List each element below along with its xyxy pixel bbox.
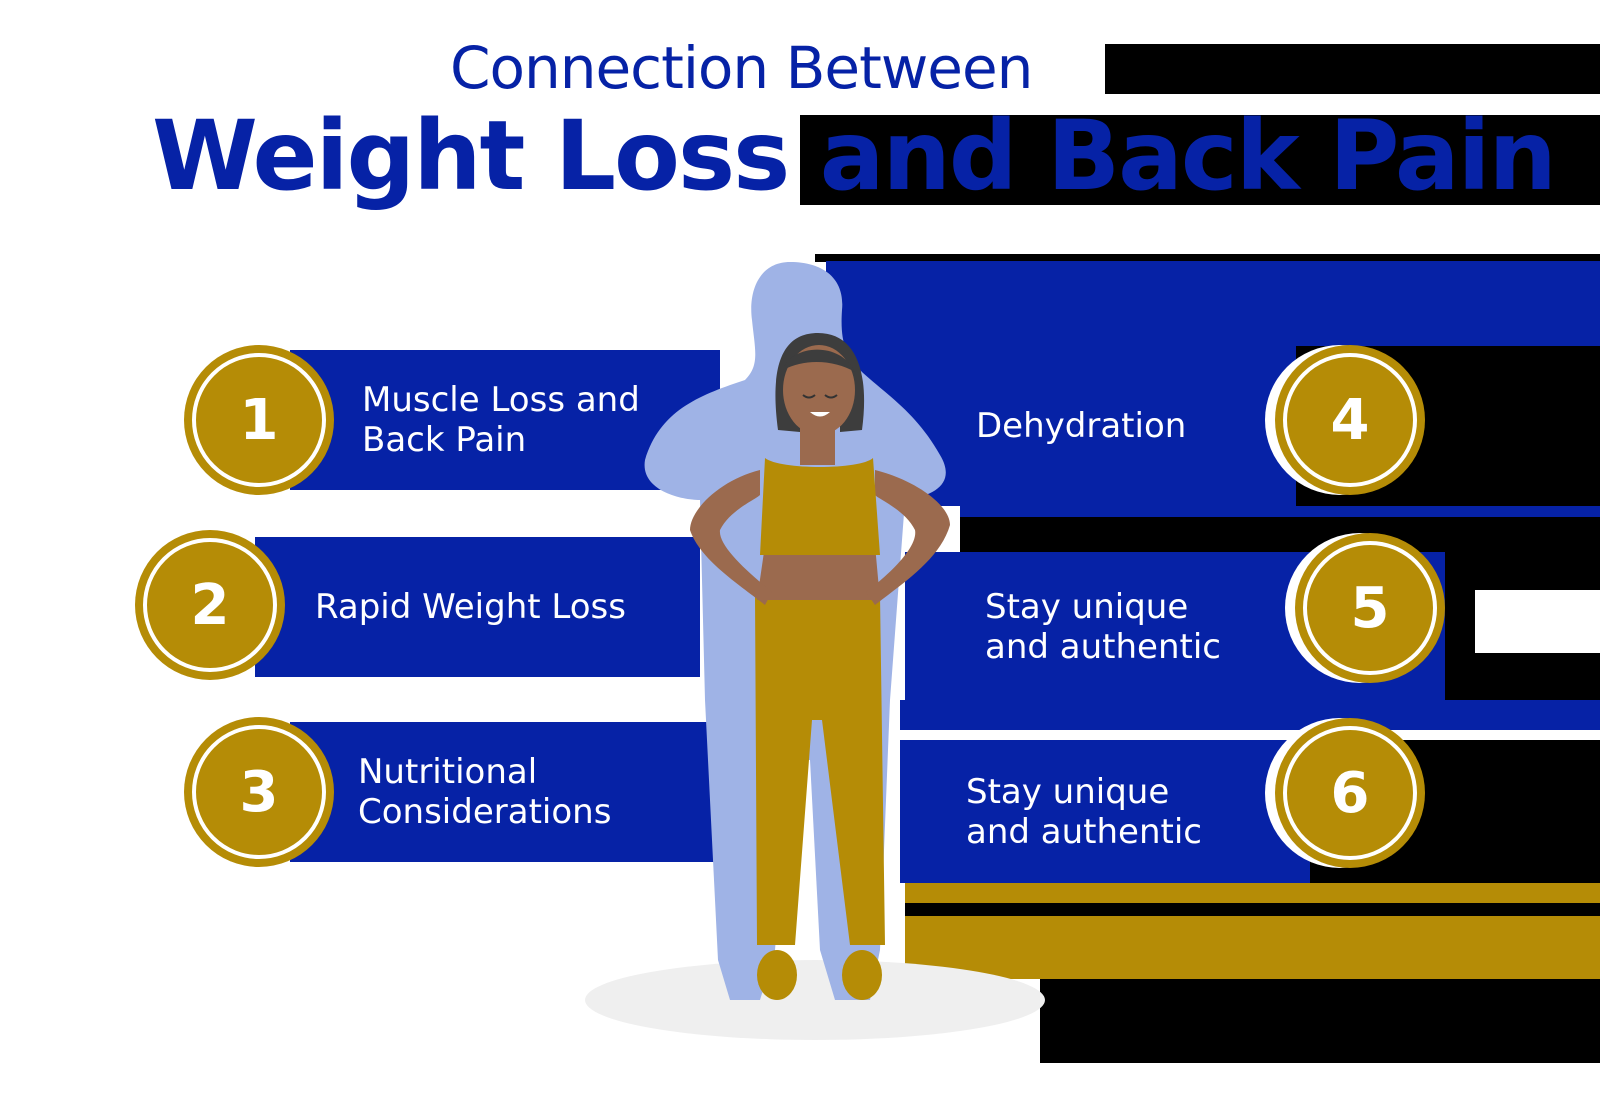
item-4-label: Dehydration: [976, 406, 1187, 446]
item-6-bar: Stay unique and authentic: [900, 740, 1310, 883]
number-2: 2: [190, 572, 230, 638]
background-band: [960, 517, 1600, 552]
number-badge-5: 5: [1295, 533, 1445, 683]
right-shoe: [842, 950, 882, 1000]
background-band: [905, 883, 1600, 903]
floor-shadow: [585, 960, 1045, 1040]
face: [783, 345, 855, 435]
smile: [810, 412, 830, 417]
item-4-bar: Dehydration: [826, 346, 1296, 506]
hair-fringe: [783, 349, 855, 372]
number-badge-6: 6: [1275, 718, 1425, 868]
background-band: [826, 261, 1600, 346]
title-line-1: Connection Between: [450, 34, 1033, 102]
pants: [755, 595, 885, 945]
item-2-label: Rapid Weight Loss: [315, 587, 626, 627]
torso: [757, 545, 880, 600]
item-5-label: Stay unique and authentic: [985, 587, 1221, 667]
number-badge-1: 1: [184, 345, 334, 495]
sports-top: [760, 458, 880, 555]
number-badge-4: 4: [1275, 345, 1425, 495]
item-6-label: Stay unique and authentic: [966, 771, 1202, 852]
background-band: [1040, 979, 1600, 1063]
number-3: 3: [239, 759, 279, 825]
background-band: [960, 506, 1600, 517]
title-line-2: Weight Loss and Back Pain: [152, 100, 1557, 212]
background-band: [1105, 44, 1600, 94]
closed-eyes: [802, 394, 838, 399]
background-band: [815, 254, 1600, 262]
number-1: 1: [239, 387, 279, 453]
item-3-label: Nutritional Considerations: [358, 752, 612, 832]
left-shoe: [757, 950, 797, 1000]
item-2-bar: Rapid Weight Loss: [255, 537, 700, 677]
background-band: [905, 903, 1600, 916]
number-badge-2: 2: [135, 530, 285, 680]
background-band: [800, 115, 1600, 205]
number-badge-3: 3: [184, 717, 334, 867]
background-band: [900, 700, 1600, 730]
background-band: [1475, 590, 1600, 653]
item-3-bar: Nutritional Considerations: [290, 722, 720, 862]
number-5: 5: [1350, 575, 1390, 641]
background-band: [905, 916, 1600, 979]
number-4: 4: [1330, 387, 1370, 453]
item-1-label: Muscle Loss and Back Pain: [362, 380, 640, 460]
number-6: 6: [1330, 760, 1370, 826]
